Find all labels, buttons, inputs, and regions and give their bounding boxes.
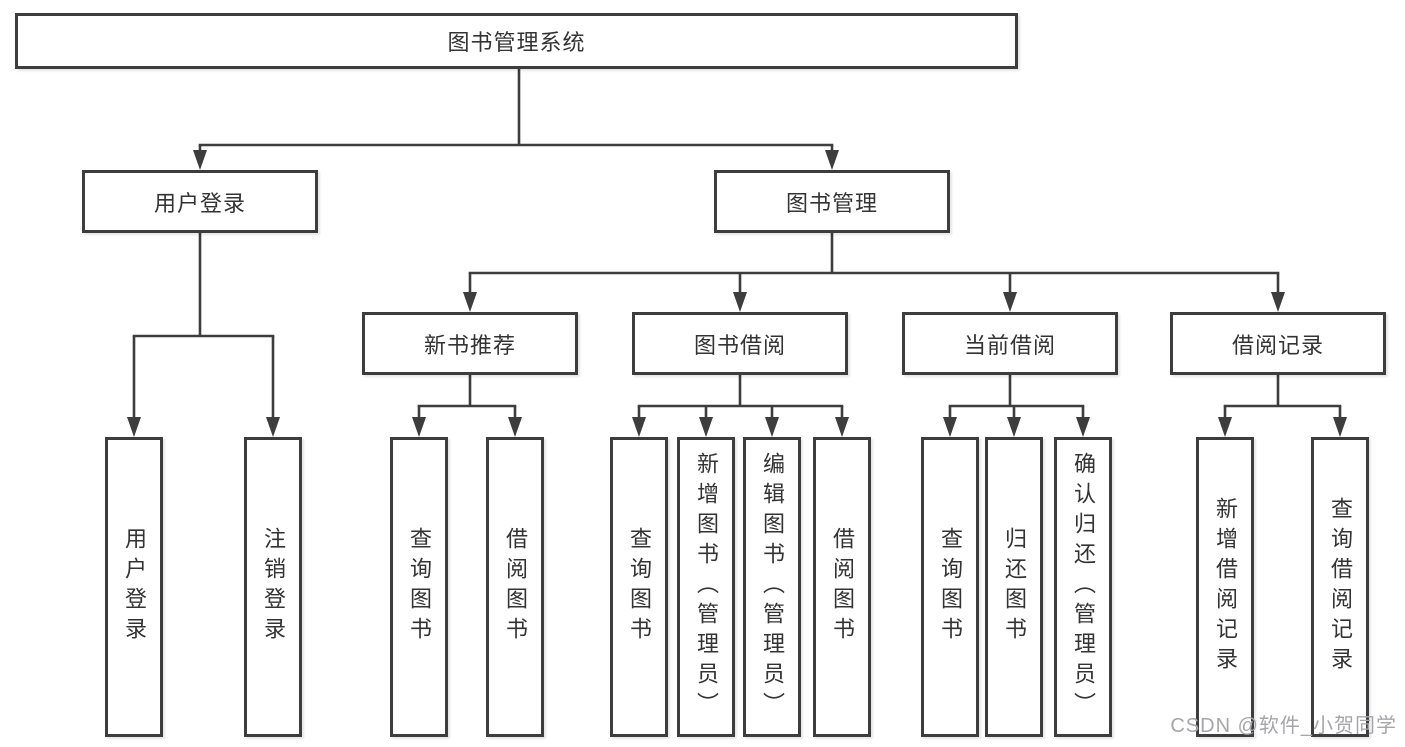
leaf-newbook-borrow-books: 借阅图书 [486,437,544,737]
leaf-label: 借阅图书 [830,527,855,647]
node-label: 当前借阅 [963,332,1056,358]
leaf-label: 借阅图书 [503,527,528,647]
leaf-records-add-record: 新增借阅记录 [1196,437,1254,737]
connector-current-borrow-to-leaves [943,375,1090,437]
leaf-label: 新增图书（管理员） [694,452,719,722]
leaf-label: 查询图书 [627,527,652,647]
node-current-borrow: 当前借阅 [902,312,1118,375]
node-new-book-recommend: 新书推荐 [362,312,578,375]
node-label: 图书管理 [785,190,878,216]
leaf-label: 查询图书 [938,527,963,647]
leaf-label: 编辑图书（管理员） [760,452,785,722]
leaf-label: 用户登录 [122,527,147,647]
leaf-label: 归还图书 [1002,527,1027,647]
connector-book-management-to-level3 [463,233,1285,312]
leaf-borrow-query-books: 查询图书 [610,437,668,737]
node-label: 图书管理系统 [447,30,586,55]
node-borrow-records: 借阅记录 [1170,312,1386,375]
leaf-records-query-record: 查询借阅记录 [1311,437,1369,737]
node-library-management-system: 图书管理系统 [15,13,1018,69]
leaf-current-return-books: 归还图书 [985,437,1043,737]
leaf-label: 确认归还（管理员） [1071,452,1096,722]
leaf-newbook-query-books: 查询图书 [390,437,448,737]
leaf-label: 新增借阅记录 [1213,497,1238,677]
leaf-current-query-books: 查询图书 [921,437,979,737]
node-label: 用户登录 [153,190,246,216]
node-book-management: 图书管理 [714,170,950,233]
connector-root-to-level2 [193,69,839,170]
connector-book-borrow-to-leaves [632,375,849,437]
leaf-current-confirm-return-admin: 确认归还（管理员） [1054,437,1112,737]
node-user-login: 用户登录 [82,170,318,233]
csdn-watermark: CSDN @软件_小贺同学 [1170,715,1397,737]
node-book-borrow: 图书借阅 [632,312,848,375]
node-label: 借阅记录 [1231,332,1324,358]
connector-user-login-to-leaves [127,233,280,437]
leaf-label: 注销登录 [261,527,286,647]
node-label: 图书借阅 [693,332,786,358]
leaf-label: 查询借阅记录 [1328,497,1353,677]
leaf-label: 查询图书 [407,527,432,647]
leaf-borrow-add-books-admin: 新增图书（管理员） [677,437,735,737]
node-label: 新书推荐 [423,332,516,358]
leaf-borrow-edit-books-admin: 编辑图书（管理员） [743,437,801,737]
leaf-borrow-borrow-books: 借阅图书 [813,437,871,737]
connector-new-book-to-leaves [412,375,522,437]
connector-borrow-records-to-leaves [1218,375,1347,437]
leaf-logout: 注销登录 [244,437,302,737]
leaf-user-login: 用户登录 [105,437,163,737]
